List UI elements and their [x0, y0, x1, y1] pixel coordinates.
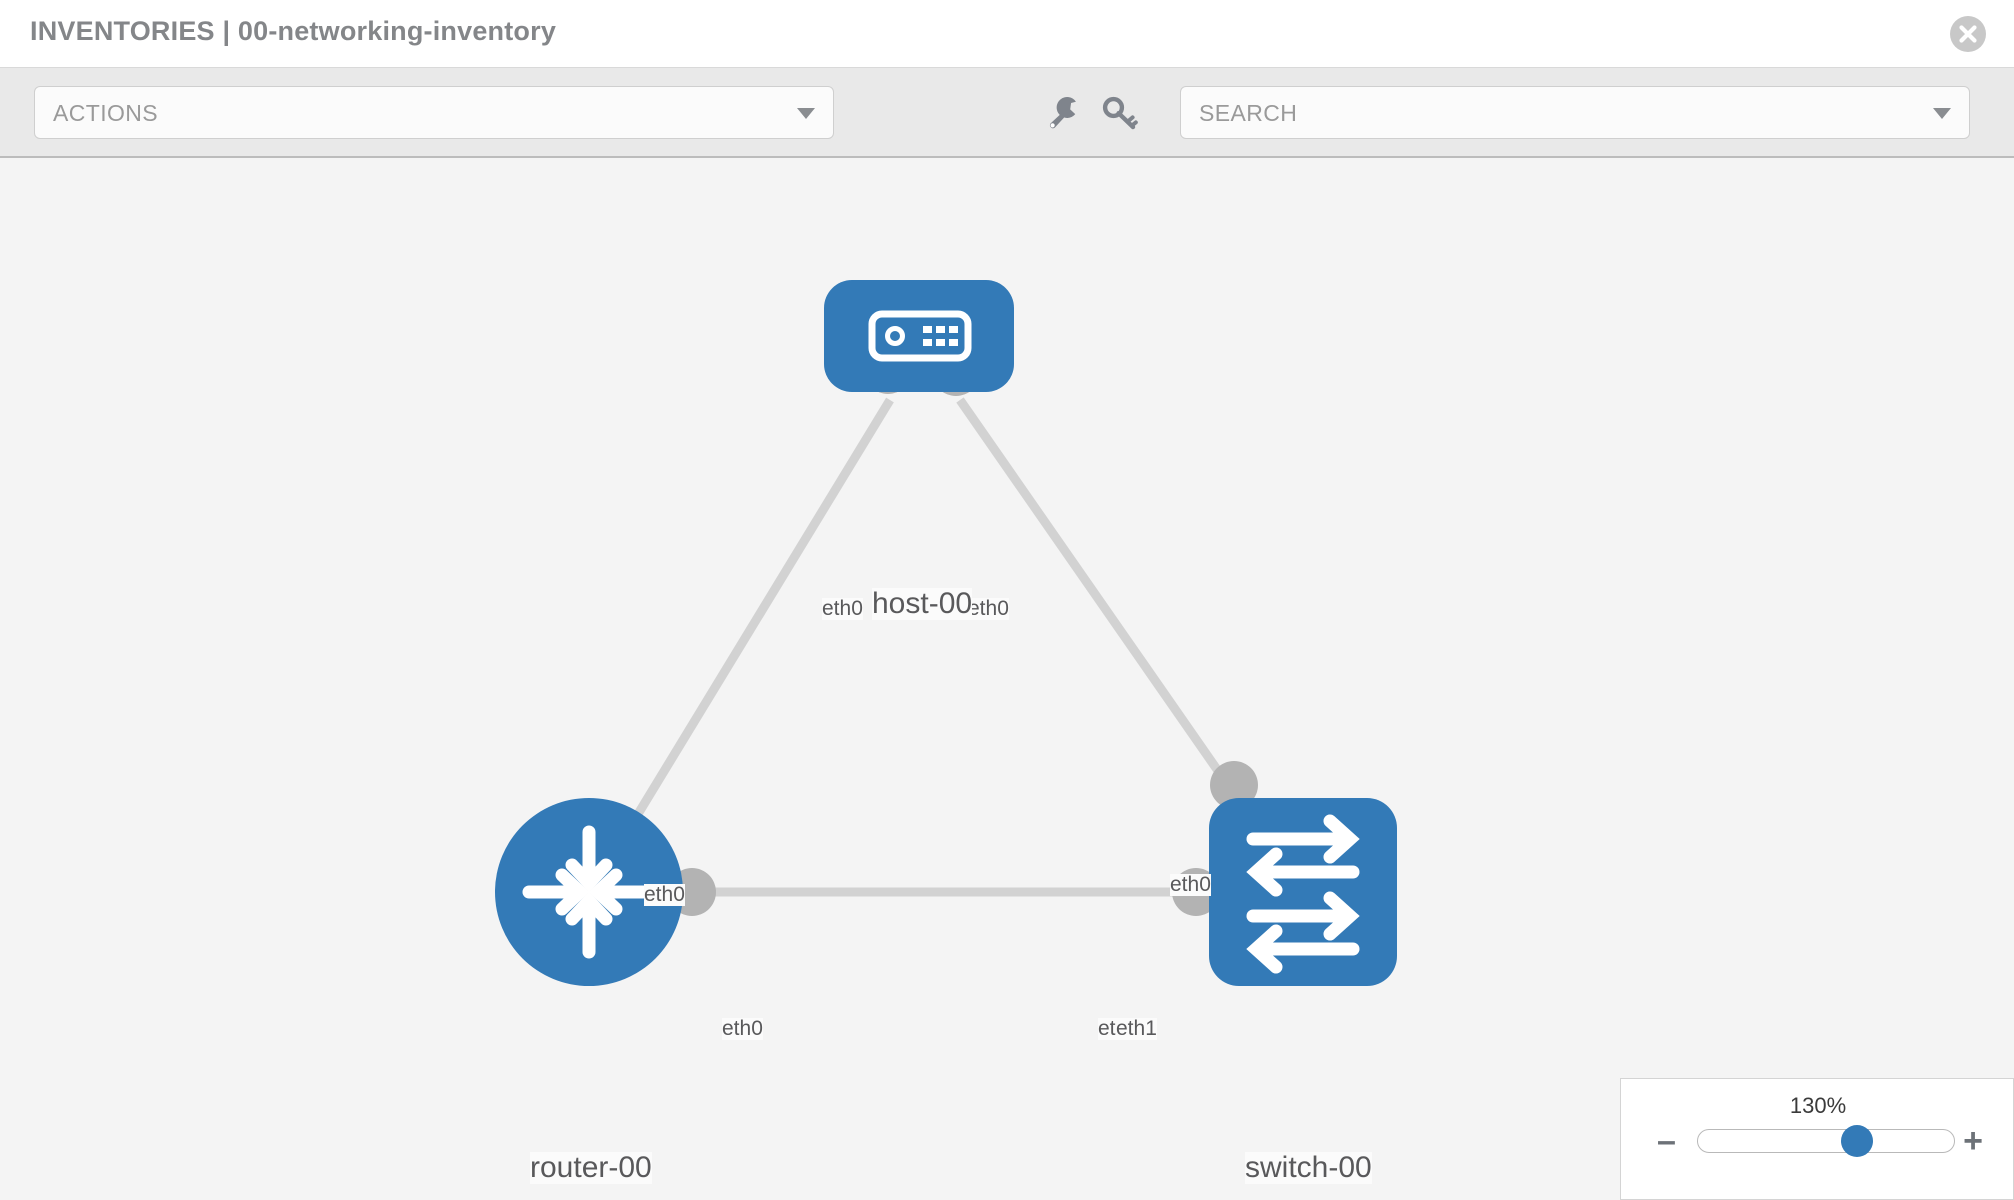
node-label-switch-00: switch-00: [1245, 1151, 1372, 1184]
page-title: INVENTORIES | 00-networking-inventory: [30, 16, 557, 46]
key-glyph: [1102, 96, 1138, 130]
port-label-router-eth0-lower: eth0: [722, 1017, 763, 1041]
key-icon[interactable]: [1098, 90, 1142, 134]
zoom-in-button[interactable]: +: [1963, 1122, 1983, 1160]
link-host-router: [606, 397, 894, 863]
port-label-host-switch-upper: eth0: [968, 597, 1009, 621]
actions-dropdown[interactable]: ACTIONS: [34, 86, 834, 139]
node-router-00[interactable]: [495, 798, 683, 986]
node-label-host-00: host-00: [872, 587, 973, 620]
close-x-glyph: [1959, 25, 1977, 43]
links-layer: [606, 397, 1284, 897]
toolbar: ACTIONS SEARCH: [0, 68, 2014, 158]
actions-dropdown-label: ACTIONS: [53, 100, 159, 126]
zoom-slider-track[interactable]: [1697, 1125, 1955, 1157]
router-arrows-icon: [522, 825, 656, 959]
switch-arrows-icon: [1246, 814, 1360, 974]
wrench-glyph: [1050, 97, 1076, 129]
chevron-down-icon: [797, 108, 815, 119]
node-label-router-00: router-00: [530, 1151, 652, 1184]
wrench-icon[interactable]: [1040, 90, 1084, 134]
node-host-00[interactable]: [824, 280, 1014, 392]
zoom-slider-thumb[interactable]: [1840, 1125, 1873, 1157]
port-label-router-eth0-upper: eth0: [644, 883, 685, 907]
port-label-switch-eth0-upper: eth0: [1170, 873, 1211, 897]
zoom-level-value: 130%: [1789, 1093, 1847, 1118]
chevron-down-icon: [1933, 108, 1951, 119]
port-label-switch-eth1: eth1: [1116, 1017, 1157, 1041]
port-label-host-router-upper: eth0: [822, 597, 863, 621]
topology-graph: [495, 280, 1397, 986]
page-header: INVENTORIES | 00-networking-inventory: [0, 0, 2014, 68]
topology-canvas[interactable]: eth0 eth0 eth0 eth0 eth0 eth1 eth1 host-…: [0, 160, 2014, 1200]
search-placeholder: SEARCH: [1199, 100, 1298, 126]
zoom-control-panel: 130% – +: [1620, 1078, 2014, 1200]
close-icon[interactable]: [1950, 16, 1986, 52]
port-dot-switch-eth0: [1210, 761, 1258, 809]
search-input[interactable]: SEARCH: [1180, 86, 1970, 139]
zoom-out-button[interactable]: –: [1657, 1122, 1676, 1160]
port-dots-layer: [668, 346, 1258, 916]
server-icon: [868, 310, 972, 362]
node-switch-00[interactable]: [1209, 798, 1397, 986]
